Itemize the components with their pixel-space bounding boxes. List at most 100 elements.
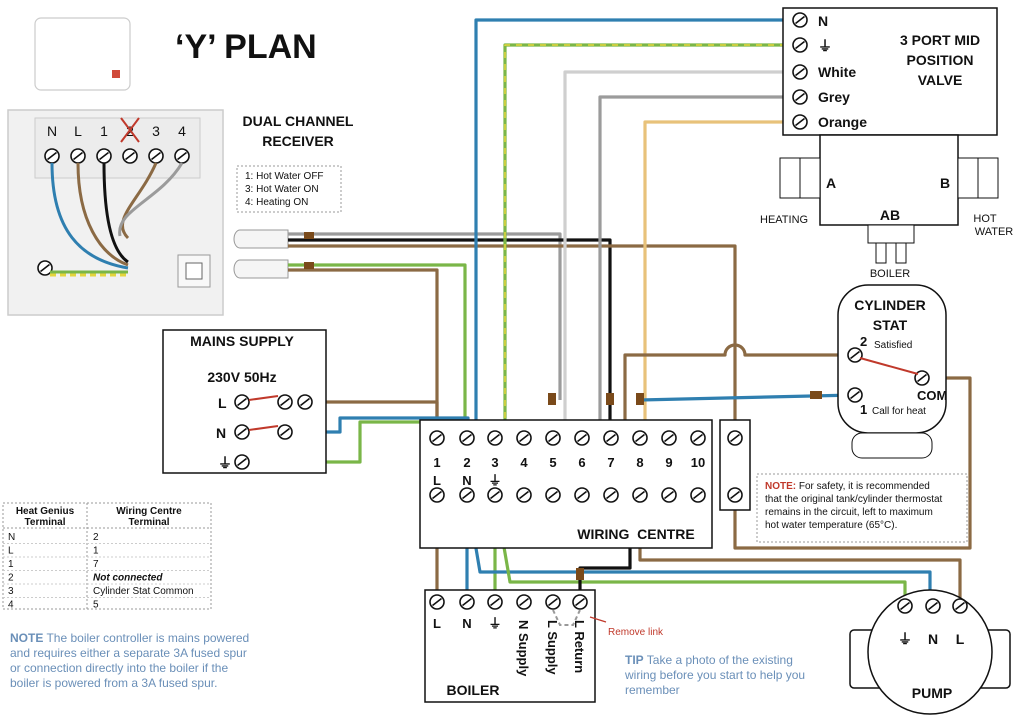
wiring-centre-terminal	[690, 430, 706, 446]
svg-text:NOTE: For safety, it is recomm: NOTE: For safety, it is recommended	[765, 481, 930, 492]
note-line-2: and requires either a separate 3A fused …	[10, 646, 247, 660]
wiring-centre-terminal	[429, 430, 445, 446]
valve-heating-label: HEATING	[760, 214, 808, 226]
boiler-l-return: L Return	[572, 620, 587, 673]
cylinder-com: COM	[917, 388, 947, 403]
table-cell: 4	[8, 600, 14, 611]
dual-channel-receiver: N L 1 2 3 4	[7, 109, 224, 316]
cylinder-title-1: CYLINDER	[854, 297, 926, 313]
wiring-centre-sub-earth: ⏚	[488, 473, 501, 488]
table-cell: 2	[8, 573, 14, 584]
remove-link-label: Remove link	[608, 627, 664, 638]
mains-label-n: N	[216, 425, 226, 441]
wiring-centre-terminal	[459, 487, 475, 503]
receiver-legend: 1: Hot Water OFF 3: Hot Water ON 4: Heat…	[236, 165, 342, 213]
tip-line-2: wiring before you start to help you	[624, 668, 805, 682]
valve-title-1: 3 PORT MID	[900, 32, 980, 48]
receiver-wires	[50, 162, 184, 277]
mains-title: MAINS SUPPLY	[190, 333, 294, 349]
boiler-label-l: L	[433, 616, 441, 631]
wiring-centre-terminal	[429, 487, 445, 503]
wiring-centre-terminal	[603, 430, 619, 446]
cylinder-t1-label: Call for heat	[872, 406, 926, 417]
mains-supply	[162, 329, 327, 474]
table-cell: 2	[93, 532, 99, 543]
table-header-1a: Heat Genius	[16, 506, 75, 517]
wiring-centre-num-3: 3	[491, 455, 498, 470]
valve-boiler-label: BOILER	[870, 268, 910, 280]
valve-port-a: A	[826, 175, 836, 191]
wiring-centre-title: WIRING CENTRE	[577, 526, 694, 542]
wiring-centre-terminal	[545, 430, 561, 446]
cylinder-stat	[837, 284, 947, 459]
note-line-4: boiler is powered from a 3A fused spur.	[10, 676, 217, 690]
table-cell: Not connected	[93, 573, 163, 584]
cable-sleeves	[233, 229, 289, 279]
wiring-centre-num-5: 5	[549, 455, 556, 470]
safety-note-line-4: hot water temperature (65°C).	[765, 520, 897, 531]
valve-wire-earth: ⏚	[818, 38, 832, 54]
table-cell: 7	[93, 559, 99, 570]
wiring-centre-terminal	[459, 430, 475, 446]
boiler-label-n: N	[462, 616, 471, 631]
tip-line-3: remember	[625, 683, 680, 697]
table-cell: 1	[93, 546, 99, 557]
table-cell: 1	[8, 559, 14, 570]
wiring-centre-terminal	[574, 430, 590, 446]
wiring-centre-terminal	[690, 487, 706, 503]
receiver-terminal-4: 4	[178, 123, 186, 139]
table-cell: Cylinder Stat Common	[93, 586, 194, 597]
boiler-title: BOILER	[447, 682, 500, 698]
tip-heading: TIP	[625, 653, 644, 667]
valve-hot-label-1: HOT	[973, 213, 997, 225]
tip-note: TIP Take a photo of the existing wiring …	[624, 653, 805, 697]
valve-port-ab: AB	[880, 207, 900, 223]
table-header-2b: Terminal	[129, 517, 170, 528]
svg-text:3: Hot Water ON: 3: Hot Water ON	[245, 184, 319, 195]
safety-note-line-1: For safety, it is recommended	[796, 481, 930, 492]
wiring-centre-terminal	[603, 487, 619, 503]
pump-label-n: N	[928, 631, 938, 647]
table-cell: N	[8, 532, 15, 543]
terminal-2-crossed-icon	[120, 117, 140, 143]
boiler-n-supply: N Supply	[516, 620, 531, 677]
boiler-label-earth: ⏚	[488, 616, 501, 631]
table-cell: 5	[93, 600, 99, 611]
wiring-centre-num-4: 4	[520, 455, 528, 470]
wiring-centre-terminal	[574, 487, 590, 503]
valve-wire-n: N	[818, 13, 828, 29]
wiring-centre-terminal	[516, 487, 532, 503]
cylinder-t1: 1	[860, 402, 867, 417]
wiring-centre-terminal	[632, 487, 648, 503]
wiring-centre-num-1: 1	[433, 455, 440, 470]
wiring-centre-num-7: 7	[607, 455, 614, 470]
wiring-centre-terminal	[661, 487, 677, 503]
table-header-2a: Wiring Centre	[116, 506, 182, 517]
mains-voltage: 230V 50Hz	[207, 369, 276, 385]
tip-line-1: Take a photo of the existing	[644, 653, 793, 667]
table-header-1b: Terminal	[25, 517, 66, 528]
wiring-centre-terminal	[632, 430, 648, 446]
mains-label-l: L	[218, 395, 227, 411]
wiring-centre-terminal	[516, 430, 532, 446]
wiring-centre-sub-n: N	[462, 473, 471, 488]
page-title: ‘Y’ PLAN	[175, 28, 317, 66]
wiring-centre-terminal	[545, 487, 561, 503]
cylinder-title-2: STAT	[873, 317, 908, 333]
boiler-l-supply: L Supply	[545, 620, 560, 675]
receiver-terminal-n: N	[47, 123, 57, 139]
wiring-centre-num-10: 10	[691, 455, 705, 470]
table-cell: 3	[8, 586, 14, 597]
wiring-centre-terminal	[661, 430, 677, 446]
note-heading: NOTE	[10, 631, 43, 645]
svg-text:1: Hot Water OFF: 1: Hot Water OFF	[245, 171, 324, 182]
mains-label-earth: ⏚	[218, 455, 232, 471]
valve-wire-orange: Orange	[818, 114, 867, 130]
pump-label-earth: ⏚	[898, 631, 912, 647]
wiring-centre-num-8: 8	[636, 455, 643, 470]
receiver-terminal-1: 1	[100, 123, 108, 139]
valve-wire-white: White	[818, 64, 856, 80]
cylinder-t2-label: Satisfied	[874, 340, 912, 351]
